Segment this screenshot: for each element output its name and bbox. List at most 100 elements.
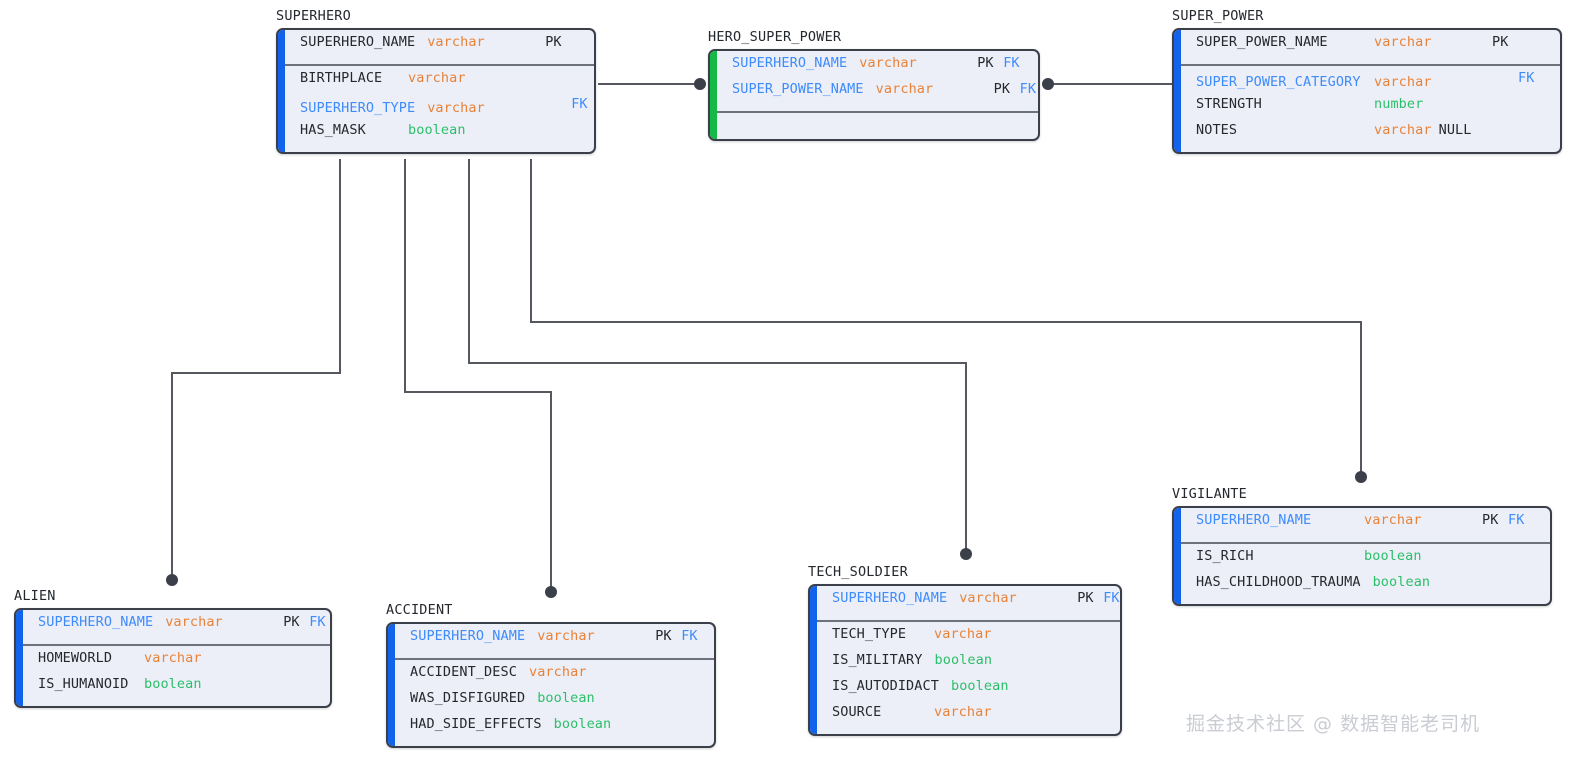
column-type-cell: boolean xyxy=(144,676,262,692)
column-type-cell: varchar xyxy=(1374,74,1492,90)
entity-title: HERO_SUPER_POWER xyxy=(708,29,842,45)
column-name: HAS_MASK xyxy=(300,122,366,138)
column-nullable-flag: NULL xyxy=(1438,122,1472,138)
column-name: IS_HUMANOID xyxy=(38,676,129,692)
entity-accent-bar xyxy=(1174,30,1181,152)
attribute-section xyxy=(717,113,1038,139)
column-type-cell: varchar xyxy=(1374,34,1492,50)
column-type: varchar xyxy=(144,650,202,666)
column-type: varchar xyxy=(959,590,1017,606)
foreign-key-flag: FK xyxy=(1003,55,1020,71)
connector-endpoint-superhero-to-vigilante xyxy=(1355,471,1367,483)
column-type-cell: varchar xyxy=(165,614,283,630)
entity-accent-bar xyxy=(710,51,717,139)
column-type: number xyxy=(1374,96,1424,112)
primary-key-flag: PK xyxy=(283,614,300,630)
column-type: boolean xyxy=(537,690,595,706)
foreign-key-flag: FK xyxy=(571,96,588,112)
connector-superhero-to-accident xyxy=(404,159,552,592)
entity-title: TECH_SOLDIER xyxy=(808,564,908,580)
column-name: SUPER_POWER_NAME xyxy=(1196,34,1328,50)
watermark-text: 掘金技术社区 @ 数据智能老司机 xyxy=(1186,713,1481,735)
connector-endpoint-hero_super_power-to-super_power xyxy=(1042,78,1054,90)
column-type: boolean xyxy=(950,678,1009,694)
entity-title: SUPERHERO xyxy=(276,8,351,24)
column-name: IS_AUTODIDACT xyxy=(832,678,939,694)
column-type-cell: varchar xyxy=(529,664,647,680)
column-type: varchar xyxy=(427,34,485,50)
column-name: BIRTHPLACE xyxy=(300,70,383,86)
column-key-cell: FK xyxy=(1492,70,1546,86)
column-type: varchar xyxy=(1364,512,1422,528)
entity-accent-bar xyxy=(810,586,817,734)
column-type: boolean xyxy=(934,652,993,668)
entity-title: ALIEN xyxy=(14,588,56,604)
primary-key-flag: PK xyxy=(545,34,562,50)
column-type: varchar xyxy=(427,100,485,116)
column-type-cell: varchar xyxy=(1364,512,1482,528)
column-row: SUPERHERO_TYPE varchar FK xyxy=(285,96,594,122)
column-type: boolean xyxy=(553,716,612,732)
primary-key-flag xyxy=(545,96,571,112)
column-type-cell: boolean xyxy=(554,716,672,732)
column-type: varchar xyxy=(934,626,992,642)
column-name: ACCIDENT_DESC xyxy=(410,664,517,680)
entity-accent-bar xyxy=(388,624,395,746)
column-type-cell: boolean xyxy=(1373,574,1491,590)
primary-key-flag: PK xyxy=(1482,512,1499,528)
entity-title: VIGILANTE xyxy=(1172,486,1247,502)
column-type: varchar xyxy=(875,81,934,97)
connector-endpoint-superhero-to-tech_soldier xyxy=(960,548,972,560)
column-name: SUPERHERO_NAME xyxy=(732,55,848,71)
entity-title: SUPER_POWER xyxy=(1172,8,1264,24)
column-name: SUPERHERO_TYPE xyxy=(300,100,416,116)
column-row: ACCIDENT_DESC varchar xyxy=(395,664,714,690)
column-type-cell: varchar xyxy=(144,650,262,666)
primary-key-flag: PK xyxy=(1077,590,1094,606)
column-type-cell: varchar xyxy=(537,628,655,644)
